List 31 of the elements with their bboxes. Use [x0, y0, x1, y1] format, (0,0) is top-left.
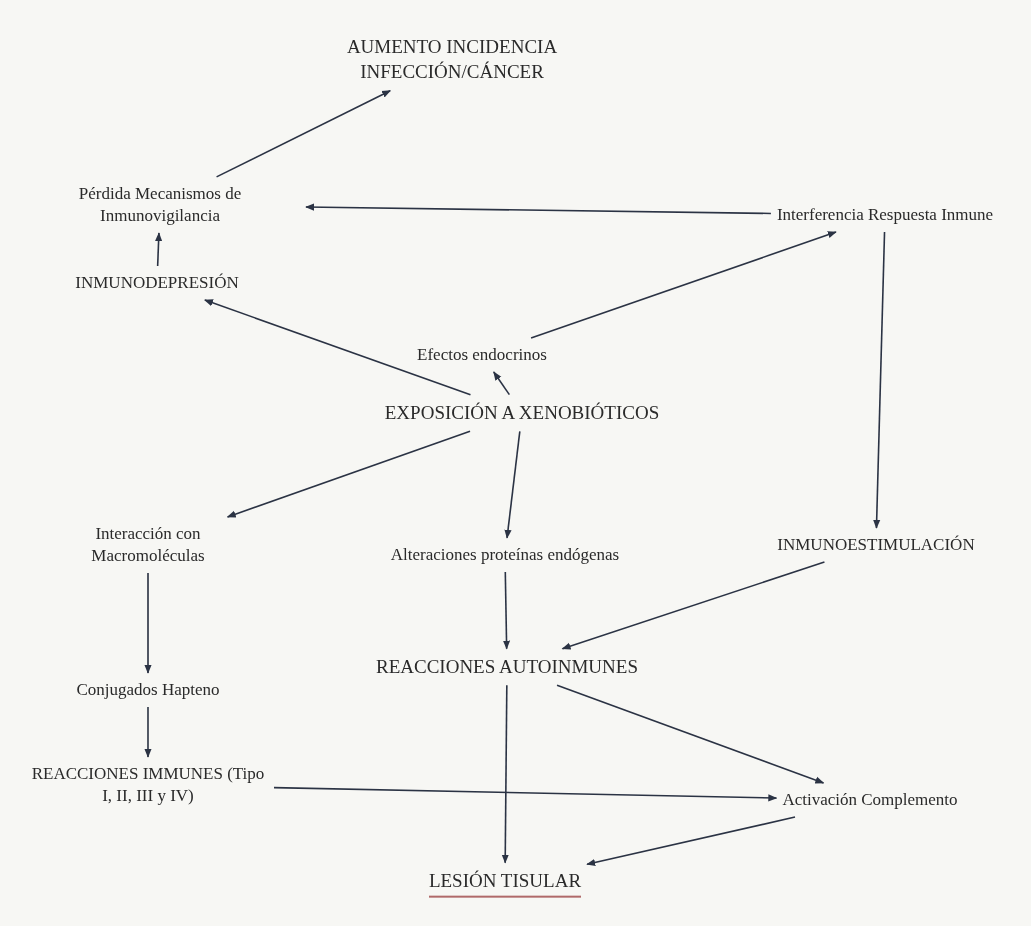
arrow — [586, 816, 796, 867]
node-label: Efectos endocrinos — [417, 343, 547, 366]
arrow — [144, 706, 152, 758]
arrow — [873, 231, 886, 529]
arrow — [273, 786, 778, 802]
node-label: Alteraciones proteínas endógenas — [390, 543, 620, 566]
node-label: Pérdida Mecanismos de Inmunovigilancia — [77, 182, 243, 227]
node-label: INMUNODEPRESIÓN — [75, 271, 239, 294]
arrow — [204, 299, 472, 396]
node-label: INMUNOESTIMULACIÓN — [777, 533, 975, 556]
arrow — [492, 371, 511, 396]
node-label: AUMENTO INCIDENCIA INFECCIÓN/CÁNCER — [345, 35, 559, 84]
arrow — [155, 232, 163, 267]
arrow — [501, 684, 509, 864]
node-label: Activación Complemento — [782, 788, 958, 811]
arrow — [215, 89, 391, 178]
node-label: REACCIONES AUTOINMUNES — [376, 654, 638, 679]
arrow — [504, 430, 521, 539]
arrow — [144, 572, 152, 674]
arrow — [530, 231, 837, 339]
arrow — [561, 561, 826, 650]
arrow — [226, 430, 471, 518]
node-label: REACCIONES IMMUNES (Tipo I, II, III y IV) — [30, 762, 266, 807]
node-label: Interacción con Macromoléculas — [90, 522, 206, 567]
arrow — [502, 571, 511, 650]
node-label: Conjugados Hapteno — [76, 678, 220, 701]
node-label: Interferencia Respuesta Inmune — [776, 203, 994, 226]
node-label: LESIÓN TISULAR — [428, 868, 582, 898]
arrow — [556, 684, 825, 784]
node-label: EXPOSICIÓN A XENOBIÓTICOS — [384, 400, 660, 425]
arrow — [305, 203, 772, 215]
